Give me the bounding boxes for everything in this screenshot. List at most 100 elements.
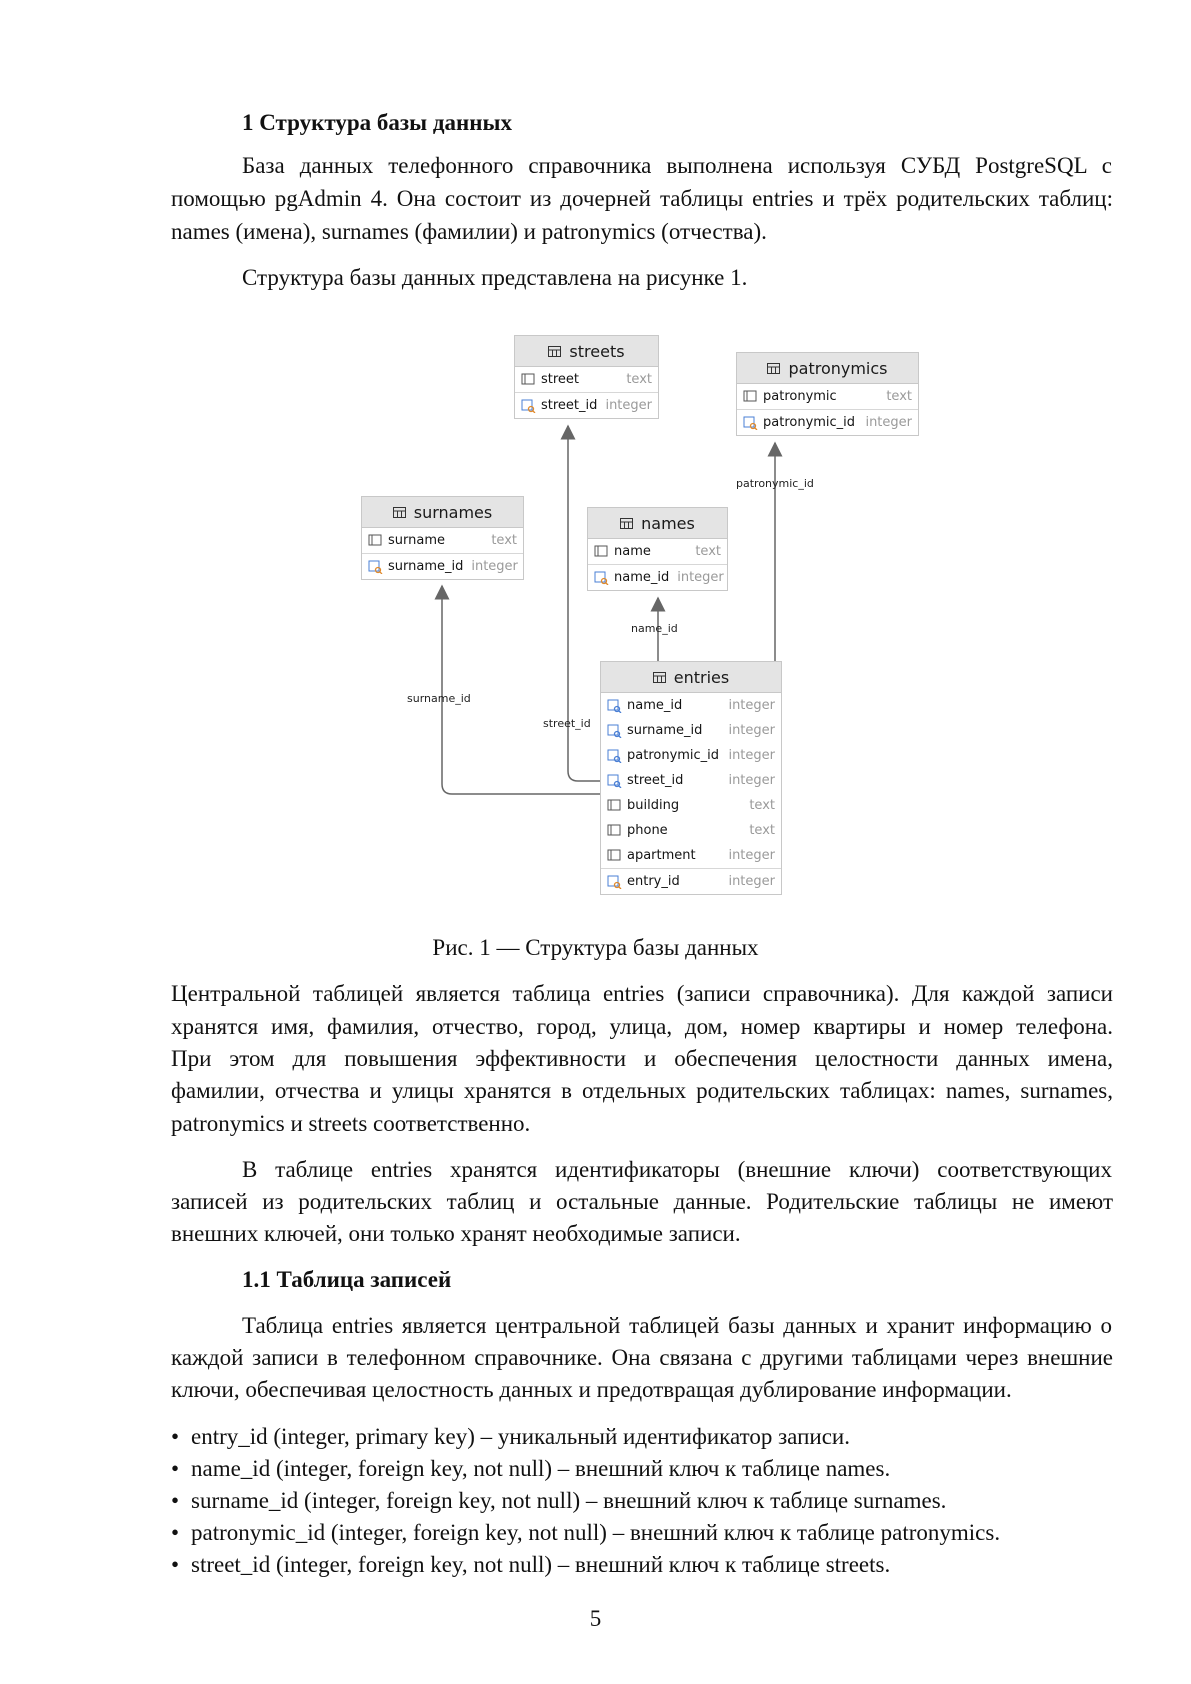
foreign-key-icon: [607, 774, 622, 788]
table-column-row: apartment integer: [601, 843, 781, 868]
column-name: building: [627, 798, 680, 813]
table-header: names: [588, 508, 727, 539]
table-column-row: name text: [588, 539, 727, 564]
column-type: integer: [728, 874, 775, 889]
list-item: name_id (integer, foreign key, not null)…: [191, 1456, 891, 1481]
column-icon: [743, 390, 757, 401]
table-icon: [652, 671, 666, 683]
table-title: entries: [673, 667, 730, 687]
relation-line-surname: [434, 584, 600, 795]
column-icon: [607, 849, 621, 860]
table-title: patronymics: [788, 358, 888, 378]
column-type: integer: [605, 398, 652, 413]
column-type: integer: [728, 748, 775, 763]
paragraph-line: Структура базы данных представлена на ри…: [242, 265, 748, 290]
paragraph-line: names (имена), surnames (фамилии) и patr…: [171, 219, 767, 244]
column-type: integer: [728, 723, 775, 738]
table-streets[interactable]: streets street text street_id integer: [514, 335, 659, 419]
column-type: integer: [728, 698, 775, 713]
paragraph-line: В таблице entries хранятся идентификатор…: [242, 1157, 1112, 1182]
column-icon: [368, 534, 382, 545]
paragraph-line: внешних ключей, они только хранят необхо…: [171, 1221, 741, 1246]
key-icon: [594, 571, 609, 585]
table-names[interactable]: names name text name_id integer: [587, 507, 728, 591]
paragraph-line: ключи, обеспечивая целостность данных и …: [171, 1377, 1012, 1402]
key-icon: [521, 399, 536, 413]
column-name: name_id: [614, 570, 670, 585]
column-icon: [607, 824, 621, 835]
paragraph-line: хранятся имя, фамилия, отчество, город, …: [171, 1014, 1113, 1039]
paragraph-line: фамилии, отчества и улицы хранятся в отд…: [171, 1078, 1113, 1103]
column-name: surname: [388, 533, 445, 548]
column-type: text: [491, 533, 517, 548]
column-icon: [521, 373, 535, 384]
column-name: name: [614, 544, 651, 559]
column-type: integer: [471, 559, 518, 574]
column-type: text: [626, 372, 652, 387]
page-number: 5: [589, 1606, 602, 1631]
subsection-heading: 1.1 Таблица записей: [242, 1267, 452, 1292]
key-icon: [743, 416, 758, 430]
column-name: patronymic_id: [627, 748, 720, 763]
table-column-row: patronymic text: [737, 384, 918, 409]
paragraph-line: Центральной таблицей является таблица en…: [171, 981, 1113, 1006]
column-name: name_id: [627, 698, 683, 713]
table-title: streets: [569, 341, 625, 361]
table-icon: [548, 345, 562, 357]
column-name: street_id: [627, 773, 684, 788]
list-item: surname_id (integer, foreign key, not nu…: [191, 1488, 947, 1513]
relation-label-name: name_id: [631, 622, 678, 635]
foreign-key-icon: [607, 699, 622, 713]
table-entries[interactable]: entries name_id integer surname_id integ…: [600, 661, 782, 895]
table-column-row: building text: [601, 793, 781, 818]
bullet-marker: •: [171, 1488, 180, 1513]
bullet-marker: •: [171, 1520, 180, 1545]
column-type: integer: [728, 773, 775, 788]
key-icon: [607, 875, 622, 889]
table-icon: [392, 506, 406, 518]
column-type: text: [886, 389, 912, 404]
foreign-key-icon: [607, 749, 622, 763]
column-type: integer: [728, 848, 775, 863]
table-column-row: patronymic_id integer: [737, 409, 918, 435]
relation-label-surname: surname_id: [407, 692, 471, 705]
paragraph-line: База данных телефонного справочника выпо…: [242, 153, 1112, 178]
relation-label-street: street_id: [543, 717, 591, 730]
paragraph-line: записей из родительских таблиц и остальн…: [171, 1189, 1113, 1214]
paragraph-line: patronymics и streets соответственно.: [171, 1111, 531, 1136]
table-icon: [767, 362, 781, 374]
table-column-row: surname_id integer: [362, 553, 523, 579]
column-type: text: [749, 798, 775, 813]
table-header: patronymics: [737, 353, 918, 384]
column-type: text: [695, 544, 721, 559]
bullet-marker: •: [171, 1552, 180, 1577]
column-name: apartment: [627, 848, 696, 863]
column-name: entry_id: [627, 874, 680, 889]
column-name: patronymic: [763, 389, 837, 404]
relation-label-patronymic: patronymic_id: [736, 477, 814, 490]
column-type: integer: [865, 415, 912, 430]
column-name: surname_id: [627, 723, 703, 738]
table-patronymics[interactable]: patronymics patronymic text patronymic_i…: [736, 352, 919, 436]
column-icon: [594, 545, 608, 556]
table-column-row: entry_id integer: [601, 868, 781, 894]
column-name: street_id: [541, 398, 598, 413]
table-column-row: street_id integer: [515, 392, 658, 418]
table-column-row: patronymic_id integer: [601, 743, 781, 768]
column-type: text: [749, 823, 775, 838]
paragraph-line: каждой записи в телефонном справочнике. …: [171, 1345, 1113, 1370]
table-column-row: street text: [515, 367, 658, 392]
column-icon: [607, 799, 621, 810]
list-item: street_id (integer, foreign key, not nul…: [191, 1552, 891, 1577]
paragraph-line: помощью pgAdmin 4. Она состоит из дочерн…: [171, 186, 1113, 211]
figure-caption: Рис. 1 — Структура базы данных: [432, 935, 759, 960]
table-column-row: name_id integer: [601, 693, 781, 718]
table-column-row: name_id integer: [588, 564, 727, 590]
paragraph-line: При этом для повышения эффективности и о…: [171, 1046, 1113, 1071]
table-header: entries: [601, 662, 781, 693]
table-surnames[interactable]: surnames surname text surname_id integer: [361, 496, 524, 580]
table-header: surnames: [362, 497, 523, 528]
table-column-row: phone text: [601, 818, 781, 843]
table-column-row: street_id integer: [601, 768, 781, 793]
